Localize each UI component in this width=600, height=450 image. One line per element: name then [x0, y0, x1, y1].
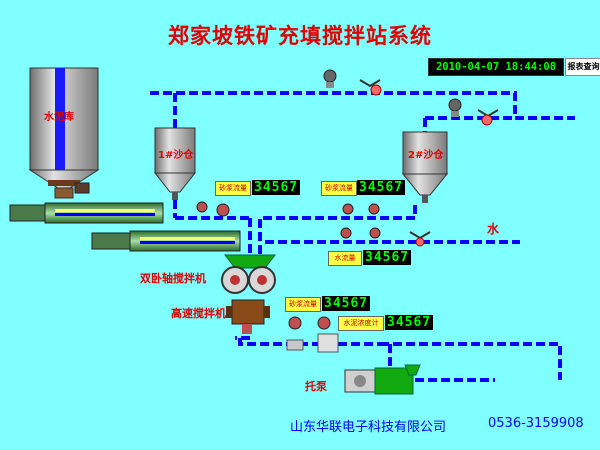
slurry-flow-tag: 砂浆流量	[285, 297, 321, 312]
twin-shaft-mixer	[221, 254, 277, 294]
company-name: 山东华联电子科技有限公司	[290, 420, 447, 435]
company-phone: 0536-3159908	[488, 416, 584, 431]
sand-silo-1	[153, 127, 197, 200]
slurry-flow-display: 34567	[322, 296, 371, 311]
valve-group-sand	[196, 201, 431, 247]
water-flow-tag: 水流量	[328, 251, 362, 266]
cement-silo-label: 水泥库	[44, 112, 74, 123]
sand-silo-2-label: 2#沙仓	[408, 150, 444, 161]
density-display: 34567	[385, 315, 434, 330]
sand-flow-1-tag: 砂浆流量	[215, 181, 251, 196]
sand-flow-2-display: 34567	[357, 180, 406, 195]
water-flow-display: 34567	[363, 250, 412, 265]
sand-flow-2-tag: 砂浆流量	[321, 181, 357, 196]
pipe-network	[150, 91, 575, 382]
high-speed-mixer-label: 高速搅拌机	[171, 307, 226, 320]
sand-silo-1-label: 1#沙仓	[158, 150, 194, 161]
page-title: 郑家坡铁矿充填搅拌站系统	[168, 24, 432, 48]
water-label: 水	[487, 222, 500, 236]
twin-shaft-mixer-label: 双卧轴搅拌机	[140, 272, 206, 285]
slurry-pump	[344, 364, 421, 395]
flow-sensors	[286, 316, 339, 353]
density-tag: 水泥浓度计	[338, 316, 384, 331]
valve-group-top	[323, 69, 499, 126]
pump-label: 托泵	[305, 380, 327, 393]
cement-silo	[28, 67, 100, 199]
report-query-button[interactable]: 报表查询	[565, 58, 600, 76]
date-time-display: 2010-04-07 18:44:08	[428, 58, 564, 76]
sand-flow-1-display: 34567	[252, 180, 301, 195]
screw-conveyor-2	[91, 230, 241, 252]
screw-conveyor-1	[9, 202, 164, 224]
high-speed-mixer	[226, 299, 270, 334]
sand-silo-2	[401, 131, 449, 203]
